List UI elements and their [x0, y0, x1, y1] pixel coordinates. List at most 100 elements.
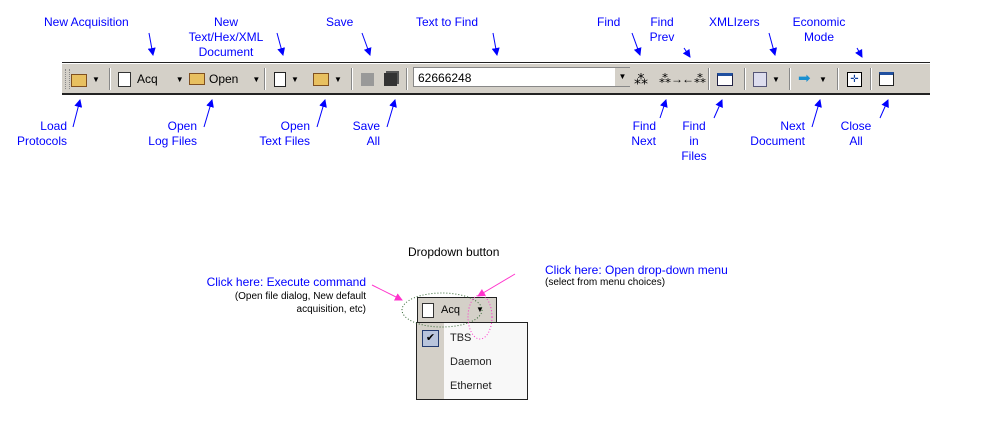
arrow	[768, 32, 778, 56]
open-label: Open	[209, 72, 239, 86]
folder-document-icon	[313, 72, 329, 86]
arrow	[276, 32, 286, 56]
arrow	[491, 32, 500, 56]
next-document-button[interactable]: ➡▼	[798, 69, 827, 89]
arrow	[811, 99, 822, 128]
find-prev-button[interactable]: ←⁂	[682, 69, 706, 89]
save-all-icon	[384, 72, 397, 86]
label-text-to-find: Text to Find	[416, 15, 479, 29]
separator	[406, 68, 408, 90]
acq-label: Acq	[137, 72, 158, 86]
dropdown-area-highlight	[467, 294, 493, 340]
binoculars-icon: ⁂	[634, 70, 648, 87]
toolbar-grip[interactable]	[65, 69, 70, 89]
save-button[interactable]	[361, 69, 374, 89]
pink-arrow	[477, 273, 516, 297]
label-xmlizers: XMLIzers	[709, 15, 760, 29]
new-document-button[interactable]: ▼	[274, 69, 299, 89]
separator	[708, 68, 710, 90]
open-menu-callout: Click here: Open drop-down menu	[545, 263, 728, 277]
load-protocols-button[interactable]: ▼	[71, 69, 100, 89]
new-acquisition-icon	[422, 303, 434, 318]
label-save: Save	[326, 15, 354, 29]
save-all-button[interactable]	[384, 69, 397, 89]
text-to-find-input[interactable]: 62666248	[413, 67, 630, 87]
arrow	[147, 32, 156, 56]
chevron-down-icon[interactable]: ▼	[476, 305, 484, 314]
arrow	[682, 47, 691, 58]
separator	[870, 68, 872, 90]
xmlizer-icon	[753, 71, 767, 87]
chevron-down-icon[interactable]: ▼	[175, 74, 184, 84]
close-all-button[interactable]	[879, 69, 894, 89]
chevron-down-icon[interactable]: ▼	[334, 74, 342, 84]
menu-item-daemon[interactable]: Daemon	[450, 356, 492, 368]
menu-item-ethernet[interactable]: Ethernet	[450, 380, 492, 392]
label-new-acquisition: New Acquisition	[44, 15, 129, 29]
arrow	[203, 99, 214, 128]
arrow	[361, 32, 372, 56]
menu-item-tbs[interactable]: TBS	[450, 332, 472, 344]
find-next-icon: ⁂→	[659, 72, 683, 86]
separator	[351, 68, 353, 90]
execute-area-highlight	[401, 292, 483, 328]
find-next-button[interactable]: ⁂→	[659, 69, 683, 89]
open-log-files-button[interactable]: Open ▼	[189, 69, 260, 89]
chevron-down-icon[interactable]: ▼	[291, 74, 299, 84]
dropdown-menu: ✔ TBS Daemon Ethernet	[416, 322, 528, 400]
arrow	[631, 32, 642, 56]
diagram-title: Dropdown button	[408, 245, 500, 259]
arrow	[879, 99, 889, 119]
acq-dropdown-button[interactable]: Acq ▼	[417, 297, 497, 323]
arrow	[713, 99, 723, 119]
save-disk-icon	[361, 72, 374, 86]
separator	[789, 68, 791, 90]
arrow	[855, 47, 863, 58]
exec-command-callout: Click here: Execute command	[206, 275, 366, 289]
toolbar: ▼ Acq▼ Open▼ ▼ ▼ 62666248 ▼ ⁂ ⁂→ ←⁂ ▼ ➡▼…	[62, 63, 930, 95]
acq-label[interactable]: Acq	[441, 304, 460, 316]
open-menu-desc: (select from menu choices)	[545, 277, 666, 288]
label-find: Find	[597, 15, 621, 29]
check-icon: ✔	[422, 330, 439, 347]
find-button[interactable]: ⁂	[634, 69, 648, 89]
economic-mode-button[interactable]: ✛	[847, 69, 862, 89]
close-all-windows-icon	[879, 72, 894, 86]
find-prev-icon: ←⁂	[682, 72, 706, 86]
pink-arrow	[371, 284, 403, 301]
find-in-files-icon	[717, 72, 733, 86]
xmlizers-button[interactable]: ▼	[753, 69, 780, 89]
open-folder-icon	[189, 73, 205, 85]
chevron-down-icon[interactable]: ▼	[772, 74, 780, 84]
arrow	[386, 99, 397, 128]
new-acquisition-button[interactable]: Acq ▼	[118, 69, 184, 89]
new-acquisition-icon	[118, 71, 131, 87]
arrow	[659, 99, 668, 119]
find-in-files-button[interactable]	[717, 69, 733, 89]
separator	[837, 68, 839, 90]
open-text-files-button[interactable]: ▼	[313, 69, 342, 89]
text-to-find-dropdown[interactable]: ▼	[615, 68, 630, 86]
separator	[264, 68, 266, 90]
folder-gear-icon	[71, 74, 87, 87]
arrow	[316, 99, 327, 128]
chevron-down-icon[interactable]: ▼	[252, 74, 261, 84]
separator	[109, 68, 111, 90]
separator	[744, 68, 746, 90]
next-document-arrow-icon: ➡	[798, 70, 811, 87]
chevron-down-icon[interactable]: ▼	[92, 74, 100, 84]
chevron-down-icon[interactable]: ▼	[819, 74, 827, 84]
